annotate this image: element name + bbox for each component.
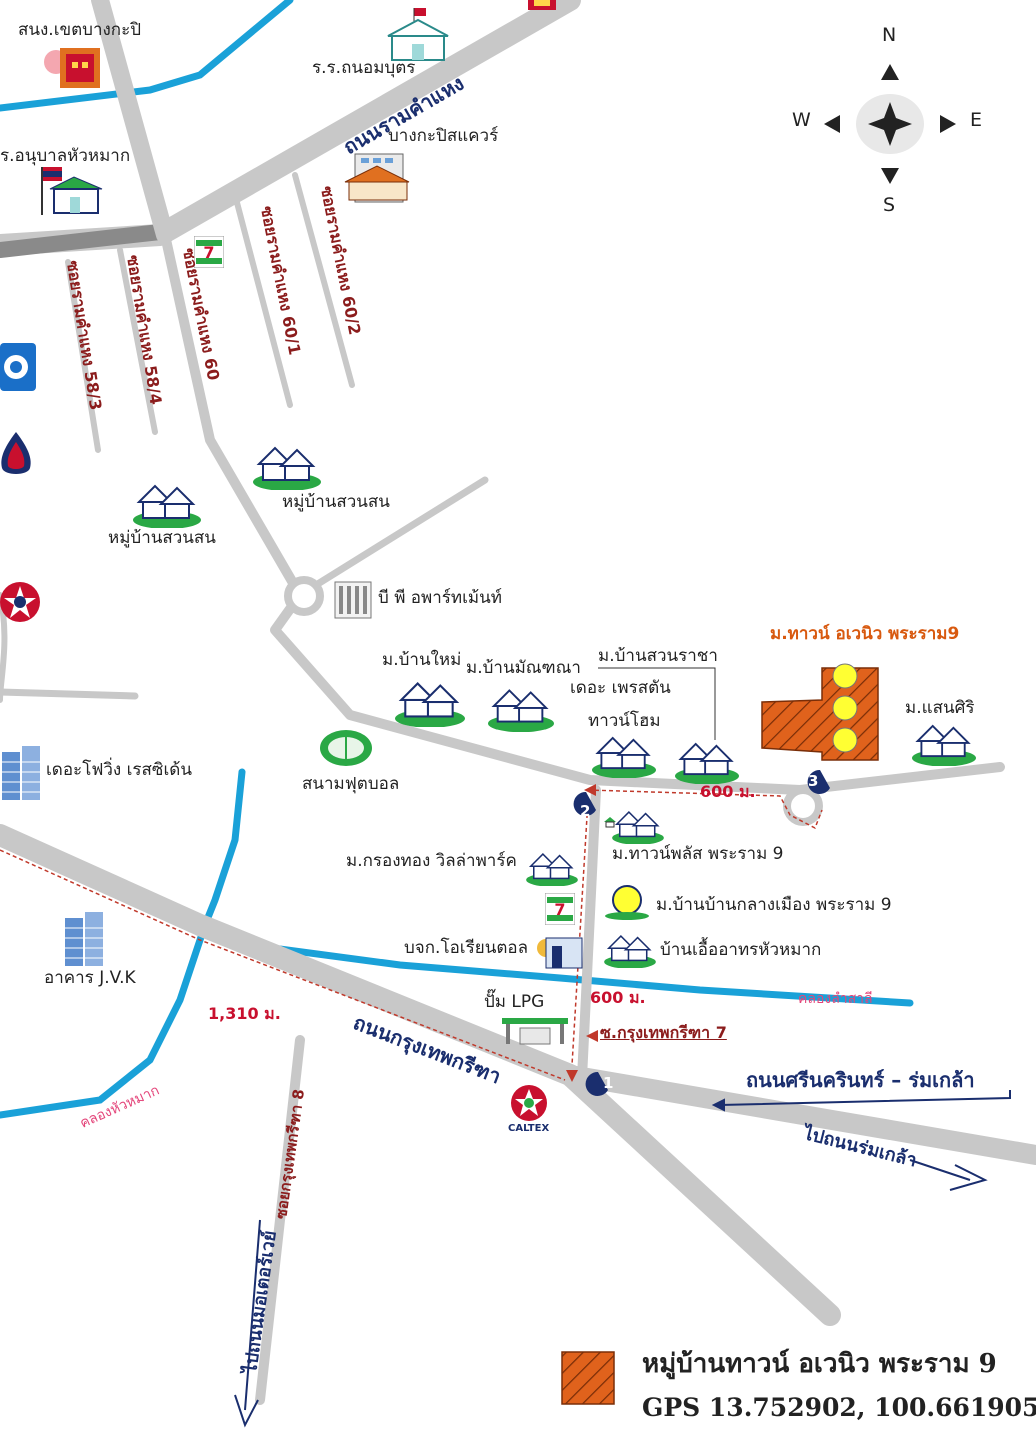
place-town-home: ทาวน์โฮม xyxy=(588,711,661,731)
road-ramkhamhaeng-dark xyxy=(0,224,168,258)
place-village-suanson-1: หมู่บ้านสวนสน xyxy=(282,492,390,512)
route-marker-3: 3 xyxy=(808,772,819,790)
district-office-icon xyxy=(44,48,100,88)
place-baan-montana: ม.บ้านมัณฑณา xyxy=(466,658,581,678)
place-baan-klang-muang: ม.บ้านบ้านกลางเมือง พระราม 9 xyxy=(656,895,892,915)
place-the-flowing: เดอะโฟวิ่ง เรสซิเด้น xyxy=(46,760,192,780)
yellow-house-icon xyxy=(605,885,649,920)
place-school-thanom: ร.ร.ถนอมบุตร xyxy=(312,58,416,78)
leader-suan-racha xyxy=(598,667,716,740)
place-target[interactable]: ม.ทาวน์ อเวนิว พระราม9 xyxy=(770,624,960,644)
road-label-srinakarin: ถนนศรีนครินทร์ – ร่มเกล้า xyxy=(746,1068,975,1092)
bangkapi-square-icon xyxy=(344,153,410,203)
seven-eleven-icon: 7 xyxy=(545,893,575,925)
small-house-icon xyxy=(604,817,616,828)
caltex-icon xyxy=(511,1085,547,1121)
place-jvk: อาคาร J.V.K xyxy=(44,968,136,988)
office-tower-icon xyxy=(2,746,40,800)
house-icon xyxy=(526,853,578,886)
place-football: สนามฟุตบอล xyxy=(302,774,400,794)
direction-arrows xyxy=(234,1090,1011,1428)
place-saensiri: ม.แสนศิริ xyxy=(905,698,975,718)
place-baan-suan-racha: ม.บ้านสวนราชา xyxy=(598,646,718,666)
place-uea-arthorn: บ้านเอื้ออาทรหัวหมาก xyxy=(660,940,822,960)
office-tower-icon xyxy=(65,912,103,966)
house-icon xyxy=(604,935,656,968)
caltex-icon xyxy=(0,582,40,622)
road-srinakarin xyxy=(560,1065,1036,1165)
route-marker-1: 1 xyxy=(603,1074,614,1092)
distance-arrows xyxy=(566,784,598,1082)
legend-swatch xyxy=(561,1351,615,1405)
road-soi-60-2 xyxy=(292,172,355,388)
canal-hua-mak xyxy=(0,921,209,1119)
distance-label-600-a: 600 ม. xyxy=(700,782,756,801)
place-baan-mai: ม.บ้านใหม่ xyxy=(382,650,462,670)
compass-rose xyxy=(824,64,956,184)
road-left-stub xyxy=(0,688,139,700)
compass-w: W xyxy=(792,109,811,131)
factory-icon xyxy=(537,937,583,969)
road-soi-58-3 xyxy=(65,259,101,453)
road-soi-58-4 xyxy=(117,247,158,435)
road-krungthep-kreetha xyxy=(0,824,841,1326)
compass-e: E xyxy=(970,109,983,131)
route-markers xyxy=(573,769,830,1096)
apartment-icon xyxy=(334,581,372,619)
house-icon xyxy=(133,484,201,528)
road-left-vertical xyxy=(91,0,174,244)
canal-label-lam-sali: คลองลำสาลี xyxy=(798,991,873,1007)
roads xyxy=(0,0,1036,1405)
roundabouts xyxy=(284,576,823,826)
bank-icon xyxy=(0,343,36,391)
legend-title: หมู่บ้านทาวน์ อเวนิว พระราม 9 xyxy=(642,1349,997,1379)
house-icon xyxy=(612,811,664,844)
house-icon xyxy=(675,742,739,784)
canal-top xyxy=(0,0,294,112)
lpg-station-icon xyxy=(502,1018,568,1045)
route-marker-2: 2 xyxy=(580,802,591,820)
place-caltex: CALTEX xyxy=(508,1123,550,1134)
distance-label-1310: 1,310 ม. xyxy=(208,1004,281,1023)
house-icon xyxy=(912,724,976,766)
stadium-icon xyxy=(320,730,372,766)
house-icon xyxy=(253,446,321,490)
school-icon xyxy=(387,8,449,61)
place-village-suanson-2: หมู่บ้านสวนสน xyxy=(108,528,216,548)
svg-text:7: 7 xyxy=(203,243,214,262)
place-krongthong: ม.กรองทอง วิลล่าพาร์ค xyxy=(346,851,517,871)
road-soi-60-1 xyxy=(232,192,293,408)
place-district-office: สนง.เขตบางกะปิ xyxy=(18,20,142,40)
svg-text:7: 7 xyxy=(554,900,565,919)
road-kt7 xyxy=(577,785,601,1083)
place-lpg: ปั๊ม LPG xyxy=(484,992,545,1012)
kindergarten-icon xyxy=(41,167,103,215)
place-town-plus: ม.ทาวน์พลัส พระราม 9 xyxy=(612,844,784,864)
seven-eleven-icon: 7 xyxy=(194,236,224,268)
place-oriental: บจก.โอเรียนตอล xyxy=(404,938,528,958)
house-icon xyxy=(488,689,554,732)
place-kindergarten: ร.อนุบาลหัวหมาก xyxy=(0,146,131,166)
road-kt8 xyxy=(255,1035,305,1405)
road-label-soi-kt7: ซ.กรุงเทพกรีฑา 7 xyxy=(600,1023,727,1042)
distance-routes xyxy=(0,789,823,1081)
target-site[interactable] xyxy=(761,663,879,761)
distance-label-600-b: 600 ม. xyxy=(590,988,646,1007)
road-soi-60 xyxy=(160,230,1005,795)
compass-s: S xyxy=(883,194,896,216)
house-icon xyxy=(395,682,465,727)
house-icon xyxy=(592,736,656,778)
road-bp-branch xyxy=(296,476,489,599)
gas-station-top-icon xyxy=(528,0,556,10)
place-the-preston: เดอะ เพรสตัน xyxy=(570,678,671,698)
place-bangkapi-square: บางกะปิสแควร์ xyxy=(388,126,499,146)
compass-n: N xyxy=(882,24,897,46)
fuel-station-icon xyxy=(1,432,31,474)
place-bp-apartment: บี พี อพาร์ทเม้นท์ xyxy=(378,588,502,608)
legend-gps: GPS 13.752902, 100.661905 xyxy=(642,1393,1036,1422)
